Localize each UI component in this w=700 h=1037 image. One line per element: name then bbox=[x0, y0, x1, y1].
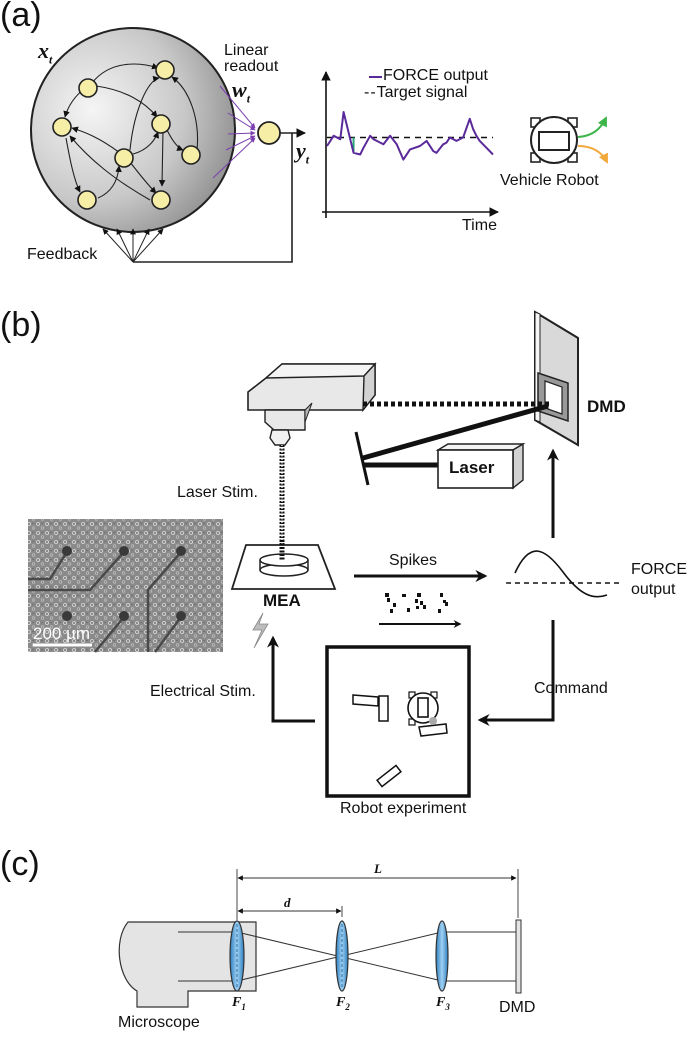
weight-label-main: w bbox=[232, 77, 247, 102]
laser-label: Laser bbox=[449, 458, 495, 477]
readout-label-line2: readout bbox=[224, 58, 279, 75]
network-node bbox=[151, 190, 171, 210]
panel-c-letter: (c) bbox=[0, 845, 40, 883]
weight-label: wt bbox=[232, 77, 250, 106]
network-node bbox=[78, 78, 98, 98]
upright-microscope bbox=[247, 362, 377, 446]
electrical-stim-icon bbox=[252, 612, 269, 649]
force-output-line2: output bbox=[631, 581, 676, 598]
output-label-main: y bbox=[296, 138, 306, 163]
lens-f1 bbox=[229, 920, 245, 992]
force-output-sine bbox=[514, 550, 608, 598]
force-output-line bbox=[326, 111, 494, 161]
laser-stim-label: Laser Stim. bbox=[177, 484, 258, 501]
spike-raster bbox=[385, 593, 448, 613]
feedback-loop bbox=[133, 133, 293, 263]
mea-dish bbox=[230, 540, 337, 590]
F1-label-main: F bbox=[232, 995, 242, 1010]
F2-label-sub: 2 bbox=[345, 1001, 350, 1012]
F2-label: F2 bbox=[336, 995, 350, 1012]
command-arrow bbox=[477, 620, 555, 726]
lens-f2 bbox=[335, 920, 349, 992]
network-node bbox=[52, 117, 72, 137]
dmd-label: DMD bbox=[587, 397, 626, 416]
readout-node bbox=[257, 121, 281, 145]
weight-label-sub: t bbox=[246, 91, 251, 106]
neuron-culture-micrograph bbox=[28, 519, 223, 653]
electrical-stim-label: Electrical Stim. bbox=[150, 683, 256, 700]
beam-to-dmd bbox=[362, 403, 549, 461]
network-nodes bbox=[52, 60, 201, 210]
panel-a-letter: (a) bbox=[0, 0, 42, 34]
spikes-label: Spikes bbox=[389, 552, 438, 569]
F1-label: F1 bbox=[232, 995, 246, 1012]
state-label-sub: t bbox=[49, 52, 53, 67]
panel-a bbox=[30, 27, 608, 263]
lens-f3 bbox=[435, 920, 449, 992]
F3-label-main: F bbox=[436, 995, 446, 1010]
mea-label: MEA bbox=[263, 591, 301, 610]
legend-target-signal: --Target signal bbox=[364, 84, 468, 101]
network-node bbox=[114, 148, 134, 168]
panel-b bbox=[28, 310, 622, 798]
x-axis-label: Time bbox=[462, 217, 497, 234]
legend-force-output: FORCE output bbox=[383, 67, 488, 84]
network-node bbox=[151, 114, 171, 134]
network-node bbox=[155, 60, 175, 80]
feedback-arrows bbox=[102, 228, 164, 263]
d-label: d bbox=[284, 895, 291, 910]
c-dmd-label: DMD bbox=[499, 999, 536, 1016]
electrical-stim-arrow bbox=[267, 635, 315, 723]
F3-label: F3 bbox=[436, 995, 450, 1012]
output-label: yt bbox=[296, 138, 309, 167]
L-label: L bbox=[374, 861, 382, 876]
readout-label-line1: Linear bbox=[224, 42, 269, 59]
turn-left-arrow bbox=[577, 116, 607, 138]
turn-right-arrow bbox=[577, 145, 608, 164]
dmd-device bbox=[534, 310, 579, 447]
readout-label: Linear readout bbox=[224, 43, 278, 75]
force-chart bbox=[321, 71, 499, 218]
robot-label: Vehicle Robot bbox=[500, 172, 599, 189]
robot-arena bbox=[325, 645, 471, 798]
mirror bbox=[354, 431, 370, 486]
scale-bar-label: 200 µm bbox=[33, 624, 91, 643]
feedback-label: Feedback bbox=[27, 246, 98, 263]
F1-label-sub: 1 bbox=[241, 1001, 246, 1012]
network-node bbox=[77, 190, 97, 210]
robot-experiment-label: Robot experiment bbox=[340, 800, 467, 817]
state-label-main: x bbox=[38, 38, 49, 63]
vehicle-robot-icon bbox=[530, 116, 608, 164]
panel-c bbox=[118, 869, 522, 1008]
laser-box bbox=[435, 442, 526, 490]
F2-label-main: F bbox=[336, 995, 346, 1010]
F3-label-sub: 3 bbox=[445, 1001, 450, 1012]
force-output-line1: FORCE bbox=[631, 561, 687, 578]
readout-weights bbox=[212, 85, 256, 179]
arena-obstacles bbox=[352, 694, 448, 788]
output-label-sub: t bbox=[305, 152, 310, 167]
dmd-plate bbox=[515, 919, 522, 994]
panel-b-letter: (b) bbox=[0, 306, 42, 344]
microscope-body bbox=[118, 921, 257, 1008]
legend-target-signal-text: Target signal bbox=[376, 84, 468, 101]
network-node bbox=[181, 145, 201, 165]
microscope-label: Microscope bbox=[118, 1014, 200, 1031]
state-label: xt bbox=[38, 38, 52, 67]
force-output-label: FORCE output bbox=[631, 560, 687, 600]
arena-robot-icon bbox=[407, 691, 439, 726]
command-label: Command bbox=[534, 680, 608, 697]
